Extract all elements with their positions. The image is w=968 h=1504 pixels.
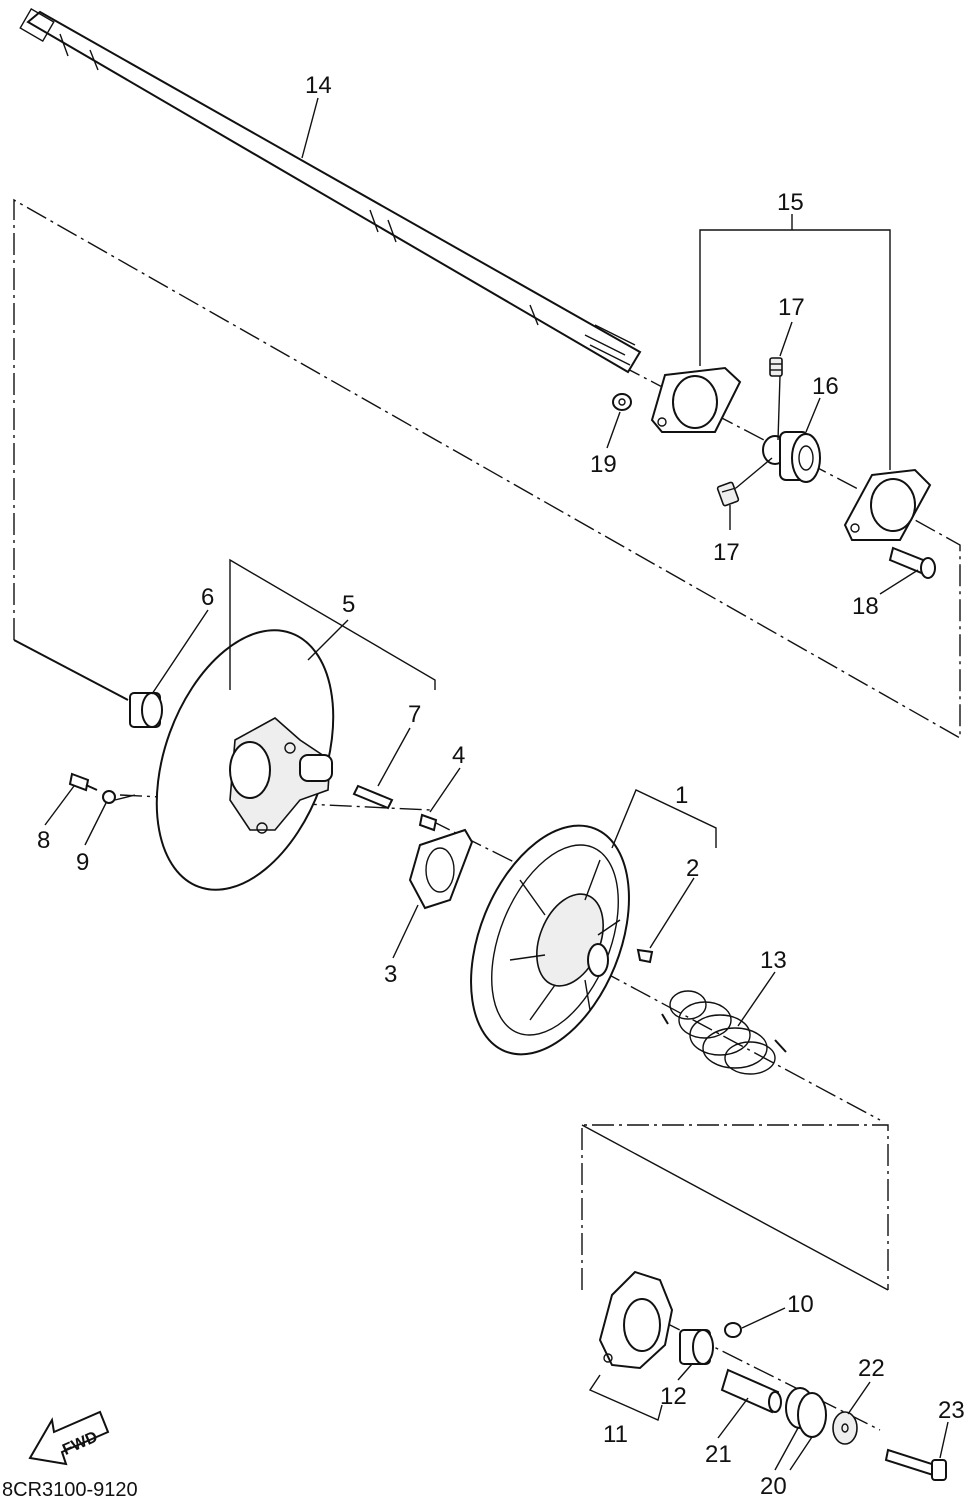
callout-17-lower: 17 — [713, 539, 740, 566]
spider-part-1 — [470, 824, 630, 1056]
callout-17-upper: 17 — [778, 294, 805, 321]
washer-part-19 — [612, 393, 632, 411]
callout-13: 13 — [760, 947, 787, 974]
callout-15: 15 — [777, 189, 804, 216]
callout-3: 3 — [384, 961, 397, 988]
bolt-part-18 — [888, 546, 936, 579]
callout-20: 20 — [760, 1473, 787, 1500]
callout-11: 11 — [603, 1421, 628, 1448]
gasket-part-3 — [408, 828, 474, 910]
diagram-code: 8CR3100-9120 — [2, 1479, 138, 1501]
bushing-part-12 — [679, 1329, 714, 1365]
callout-2: 2 — [686, 855, 699, 882]
callout-19: 19 — [590, 451, 617, 478]
bolt-part-8 — [68, 772, 98, 792]
group-frame-upper — [13, 198, 961, 740]
callout-23: 23 — [938, 1397, 965, 1424]
leader-lines — [44, 97, 949, 1471]
callout-5: 5 — [342, 591, 355, 618]
screw-part-2 — [636, 948, 654, 964]
cam-part-11 — [598, 1270, 674, 1370]
bolt-part-23 — [884, 1448, 947, 1481]
callout-9: 9 — [76, 849, 89, 876]
group-frame-lower — [581, 1124, 889, 1291]
callout-8: 8 — [37, 827, 50, 854]
bushing-part-20 — [785, 1387, 827, 1438]
pin-part-7 — [352, 784, 394, 810]
callout-12: 12 — [660, 1383, 687, 1410]
callout-22: 22 — [858, 1355, 885, 1382]
nut-part-10 — [724, 1322, 742, 1338]
flange-part-15-right — [843, 468, 932, 541]
callout-14: 14 — [305, 72, 332, 99]
bearing-part-16 — [762, 431, 821, 483]
screw-part-4 — [418, 813, 438, 832]
flange-part-15-left — [650, 366, 742, 433]
setscrew-part-17-upper — [769, 357, 783, 377]
bushing-part-6 — [129, 692, 163, 728]
callout-21: 21 — [705, 1441, 732, 1468]
callout-1: 1 — [675, 782, 688, 809]
callout-16: 16 — [812, 373, 839, 400]
callout-7: 7 — [408, 701, 421, 728]
fwd-arrow-icon: FWD — [28, 1410, 110, 1466]
setscrew-part-17-lower — [716, 481, 740, 507]
callout-labels: 14 15 17 16 19 17 18 6 5 7 4 8 9 1 2 3 1… — [37, 72, 965, 1500]
shaft-part-14 — [19, 8, 642, 374]
callout-4: 4 — [452, 742, 465, 769]
callout-10: 10 — [787, 1291, 814, 1318]
spring-part-13 — [661, 990, 787, 1075]
washer-part-22 — [832, 1411, 858, 1445]
sheave-part-5 — [155, 629, 335, 891]
spacer-part-21 — [720, 1368, 782, 1414]
callout-18: 18 — [852, 593, 879, 620]
callout-6: 6 — [201, 584, 214, 611]
washer-part-9 — [102, 790, 116, 804]
